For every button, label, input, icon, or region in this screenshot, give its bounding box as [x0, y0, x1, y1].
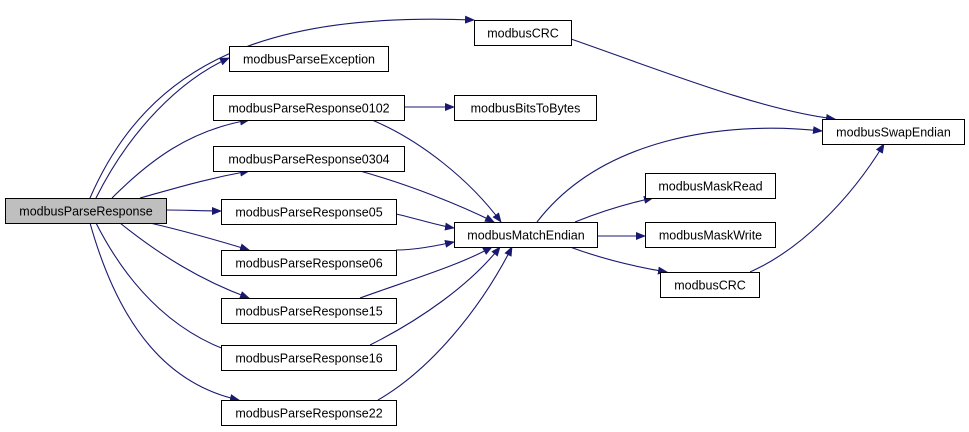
node-crc_top[interactable]: modbusCRC [474, 20, 572, 46]
node-label-match: modbusMatchEndian [467, 229, 584, 243]
node-label-maskwrite: modbusMaskWrite [659, 229, 762, 243]
node-r22[interactable]: modbusParseResponse22 [221, 400, 397, 426]
node-box-r16 [221, 345, 397, 371]
node-box-exception [229, 46, 389, 72]
node-box-maskread [645, 173, 776, 199]
node-label-r0102: modbusParseResponse0102 [228, 102, 389, 116]
node-match[interactable]: modbusMatchEndian [454, 222, 598, 248]
node-box-crc_bot [660, 272, 760, 298]
node-label-maskread: modbusMaskRead [658, 180, 762, 194]
node-maskread[interactable]: modbusMaskRead [645, 173, 776, 199]
edge-root-to-r05 [165, 206, 222, 215]
node-label-r15: modbusParseResponse15 [235, 305, 382, 319]
edge-r05-to-match [395, 213, 455, 231]
node-label-root: modbusParseResponse [19, 205, 152, 219]
node-root[interactable]: modbusParseResponse [5, 198, 167, 224]
node-box-r15 [221, 298, 397, 324]
node-label-exception: modbusParseException [243, 53, 375, 67]
node-r0102[interactable]: modbusParseResponse0102 [213, 95, 405, 121]
node-r06[interactable]: modbusParseResponse06 [221, 250, 397, 276]
node-r16[interactable]: modbusParseResponse16 [221, 345, 397, 371]
node-exception[interactable]: modbusParseException [229, 46, 389, 72]
edge-root-to-r0304 [139, 168, 250, 199]
node-label-bits: modbusBitsToBytes [471, 102, 581, 116]
edge-root-to-r06 [149, 222, 250, 252]
node-box-r0102 [213, 95, 405, 121]
node-label-r05: modbusParseResponse05 [235, 206, 382, 220]
edge-root-to-r0102 [111, 117, 250, 199]
node-label-crc_top: modbusCRC [487, 27, 559, 41]
edge-r0304-to-match [359, 170, 495, 223]
node-r15[interactable]: modbusParseResponse15 [221, 298, 397, 324]
node-label-r22: modbusParseResponse22 [235, 407, 382, 421]
node-label-r06: modbusParseResponse06 [235, 257, 382, 271]
node-box-match [454, 222, 598, 248]
edge-crc_bot-to-swap [749, 143, 885, 273]
edge-r22-to-match [377, 246, 513, 401]
node-box-r06 [221, 250, 397, 276]
node-box-r0304 [213, 146, 405, 172]
node-box-r05 [221, 199, 397, 225]
node-box-bits [454, 95, 597, 121]
node-box-root [5, 198, 167, 224]
edge-match-to-swap [536, 126, 823, 223]
node-label-crc_bot: modbusCRC [674, 279, 746, 293]
node-box-swap [822, 119, 965, 145]
edge-root-to-r22 [89, 222, 240, 402]
node-label-swap: modbusSwapEndian [836, 126, 951, 140]
node-box-r22 [221, 400, 397, 426]
node-r05[interactable]: modbusParseResponse05 [221, 199, 397, 225]
node-crc_bot[interactable]: modbusCRC [660, 272, 760, 298]
node-swap[interactable]: modbusSwapEndian [822, 119, 965, 145]
node-maskwrite[interactable]: modbusMaskWrite [645, 222, 776, 248]
edge-root-to-crc_top [89, 15, 475, 199]
node-label-r16: modbusParseResponse16 [235, 352, 382, 366]
edge-match-to-maskread [574, 195, 654, 223]
edge-r15-to-match [359, 246, 493, 299]
edge-match-to-crc_bot [569, 246, 668, 275]
edge-r0102-to-match [371, 119, 502, 223]
edges-layer [89, 15, 885, 402]
nodes-layer: modbusParseResponse modbusCRC modbusParseE… [5, 20, 965, 426]
edge-root-to-exception [95, 57, 230, 199]
edge-r16-to-match [369, 246, 501, 346]
edge-crc_top-to-swap [570, 38, 836, 122]
edge-r06-to-match [395, 239, 455, 251]
node-r0304[interactable]: modbusParseResponse0304 [213, 146, 405, 172]
edge-root-to-r15 [119, 222, 250, 299]
node-label-r0304: modbusParseResponse0304 [228, 153, 389, 167]
node-box-maskwrite [645, 222, 776, 248]
node-box-crc_top [474, 20, 572, 46]
node-bits[interactable]: modbusBitsToBytes [454, 95, 597, 121]
